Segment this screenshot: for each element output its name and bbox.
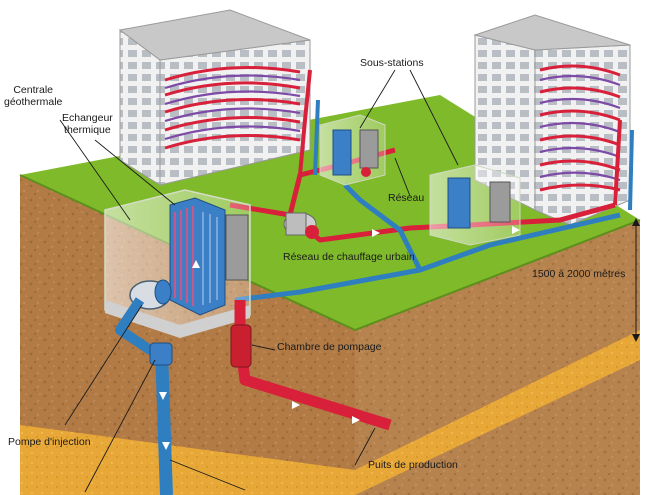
heat-exchanger-icon <box>447 177 471 229</box>
depth-indicator <box>632 218 640 342</box>
sub-station-1 <box>319 114 386 186</box>
label-injection-pump: Pompe d'injection <box>8 436 91 448</box>
soil-right <box>355 220 640 495</box>
sand-layer <box>20 330 640 495</box>
label-depth: 1500 à 2000 mètres <box>532 268 626 280</box>
label-network: Réseau <box>388 192 425 204</box>
network-pump-icon <box>283 212 319 239</box>
geothermal-plant <box>104 189 251 338</box>
heat-exchanger-icon <box>332 129 352 176</box>
pumping-chamber <box>230 324 252 368</box>
wells <box>115 226 520 495</box>
flow-arrow-icon <box>159 226 520 450</box>
label-sub-stations: Sous-stations <box>360 57 424 69</box>
label-heat-exchanger: Echangeur thermique <box>62 112 113 137</box>
injection-wellhead <box>149 342 173 366</box>
heat-exchanger-icon <box>169 197 249 316</box>
label-production-well: Puits de production <box>368 459 458 471</box>
label-geothermal-plant: Centrale géothermale <box>4 84 63 109</box>
sub-station-2 <box>429 164 521 246</box>
apartment-building-left <box>118 9 311 186</box>
label-district-heating-network: Réseau de chauffage urbain <box>283 251 415 263</box>
leader-lines <box>59 69 459 493</box>
apartment-building-right <box>473 14 631 226</box>
cold-network-pipe <box>234 183 621 303</box>
label-pumping-chamber: Chambre de pompage <box>277 341 382 353</box>
